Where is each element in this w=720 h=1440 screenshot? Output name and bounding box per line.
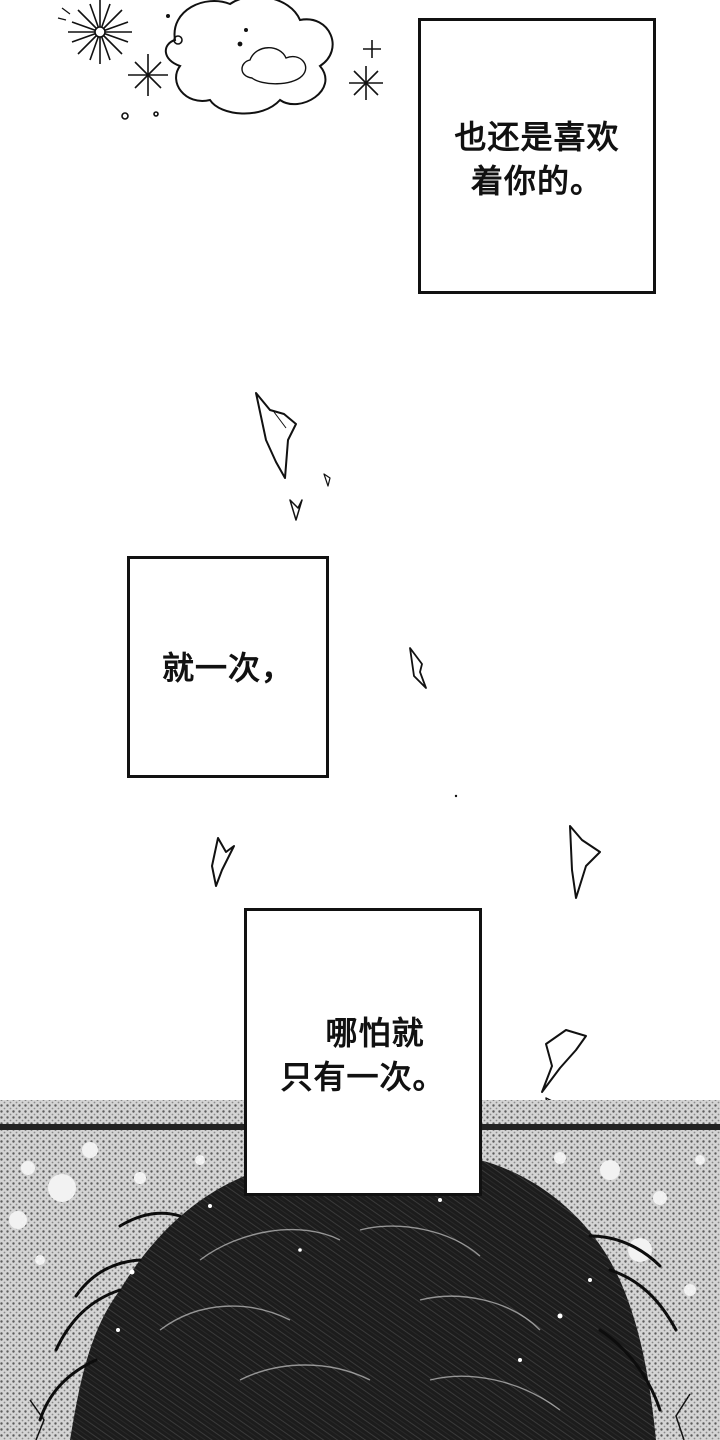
sparkle-cloud-drawing xyxy=(57,0,383,120)
shard-1 xyxy=(255,392,297,479)
shard-7 xyxy=(541,1029,587,1093)
cloud-outline xyxy=(164,0,334,115)
falling-shards xyxy=(211,392,601,1111)
caption-text-bottom: 哪怕就 只有一次。 xyxy=(280,1011,445,1099)
caption-box-middle: 就一次， xyxy=(127,556,329,778)
caption-line: 着你的。 xyxy=(470,162,603,200)
hair-illustration xyxy=(29,1152,691,1440)
shard-5 xyxy=(211,837,235,887)
shard-3 xyxy=(323,473,331,487)
caption-box-top: 也还是喜欢 着你的。 xyxy=(418,18,656,294)
caption-line: 也还是喜欢 xyxy=(454,118,620,156)
caption-text-top: 也还是喜欢 着你的。 xyxy=(454,115,619,203)
sparkle-burst-large xyxy=(68,0,132,64)
shard-2 xyxy=(289,499,303,521)
sparkle-burst-small xyxy=(128,54,168,96)
caption-text-middle: 就一次， xyxy=(162,646,294,690)
caption-box-bottom: 哪怕就 只有一次。 xyxy=(244,908,482,1196)
shard-4 xyxy=(409,647,427,689)
sparkle-burst-right xyxy=(349,40,383,100)
caption-line: 就一次， xyxy=(161,649,294,687)
caption-line: 只有一次。 xyxy=(280,1058,446,1096)
shard-6 xyxy=(569,825,601,899)
caption-line: 哪怕就 xyxy=(325,1014,425,1052)
